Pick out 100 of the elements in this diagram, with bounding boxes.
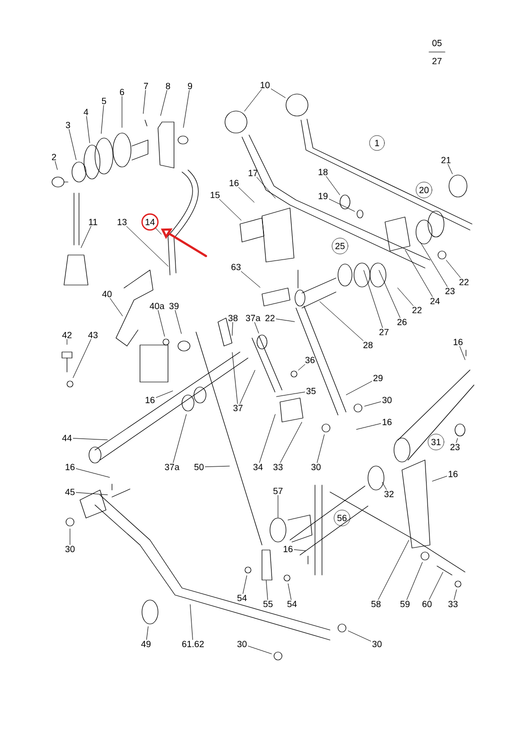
part-outline: [420, 552, 430, 560]
callout-number: 61.62: [182, 640, 204, 648]
leader-line: [448, 164, 453, 174]
callout-number: 23: [450, 444, 460, 450]
part-outline: [448, 174, 468, 198]
callout-number: 37: [233, 404, 243, 412]
part-outline: [142, 600, 158, 624]
callout-number: 40a: [150, 302, 164, 310]
leader-line: [428, 572, 444, 600]
callout-number: 57: [273, 488, 283, 494]
callout-number: 16: [230, 180, 239, 186]
leader-line: [80, 226, 92, 248]
leader-line: [232, 352, 238, 404]
callout-number: 34: [253, 464, 263, 470]
part-outline: [72, 162, 86, 182]
part-outline: [274, 652, 282, 660]
callout-number: 18: [318, 168, 328, 176]
leader-line: [240, 271, 260, 288]
circled-callout-number: 31: [428, 434, 444, 450]
leader-line: [172, 414, 187, 463]
callout-number: 50: [194, 464, 204, 470]
callout-number: 22: [265, 314, 275, 322]
leader-line: [126, 226, 168, 267]
callout-number: 60: [422, 600, 432, 608]
callout-number: 36: [305, 356, 315, 364]
callout-number: 26: [397, 318, 407, 326]
leader-line: [356, 423, 382, 430]
part-outline: [66, 518, 74, 526]
leader-line: [248, 646, 272, 654]
callout-number: 21: [441, 156, 451, 164]
callout-number: 19: [318, 192, 328, 200]
leader-line: [460, 346, 466, 360]
leader-line: [143, 90, 146, 114]
callout-number: 17: [248, 170, 258, 176]
leader-line: [76, 468, 110, 478]
leader-line: [240, 370, 256, 404]
circled-callout-number: 25: [332, 238, 348, 254]
part-outline: [454, 580, 462, 588]
leader-line: [446, 260, 461, 278]
part-outline: [284, 574, 290, 582]
leader-line: [244, 89, 262, 112]
callout-number: 37a: [246, 314, 260, 322]
callout-number: 44: [62, 434, 72, 442]
part-outline: [290, 370, 298, 378]
leader-line: [266, 580, 268, 600]
part-outline: [162, 338, 170, 346]
callout-number: 23: [445, 288, 455, 294]
part-outline: [438, 250, 446, 260]
leader-line: [190, 604, 193, 640]
callout-number: 4: [84, 108, 88, 116]
callout-number: 32: [384, 490, 394, 498]
leader-line: [156, 390, 173, 398]
part-outline: [256, 334, 268, 350]
callout-number: 54: [287, 600, 297, 608]
callout-number: 13: [118, 218, 127, 226]
leader-line: [242, 575, 248, 594]
circled-callout-number: 20: [416, 182, 432, 198]
leader-line: [364, 401, 382, 406]
callout-number: 16: [448, 470, 458, 478]
leader-line: [259, 414, 276, 463]
leader-line: [100, 105, 104, 134]
circled-callout-number: 56: [334, 510, 350, 526]
page-number: 05: [432, 40, 442, 46]
leader-line: [146, 626, 148, 640]
leader-line: [382, 482, 387, 490]
leader-line: [219, 199, 242, 221]
callout-number: 35: [306, 388, 316, 394]
leader-line: [72, 339, 92, 378]
callout-number: 30: [311, 464, 321, 470]
callout-number: 16: [382, 418, 392, 426]
leader-line: [276, 318, 295, 322]
callout-number: 11: [89, 218, 98, 226]
leader-line: [298, 364, 306, 370]
leader-line: [174, 310, 182, 334]
callout-number: 15: [210, 192, 220, 198]
leader-line: [364, 270, 383, 328]
leader-line: [160, 90, 168, 116]
leader-line: [66, 339, 68, 345]
callout-number: 49: [141, 640, 151, 648]
callout-number: 30: [237, 640, 247, 648]
callout-number: 39: [169, 302, 179, 310]
callout-number: 30: [65, 546, 75, 552]
part-outline: [338, 624, 346, 632]
callout-number: 16: [454, 338, 463, 346]
leader-line: [156, 228, 162, 234]
callout-number: 5: [102, 98, 106, 104]
callout-number: 9: [188, 82, 192, 90]
callout-number: 7: [144, 82, 148, 90]
leader-line: [68, 129, 76, 160]
callout-number: 27: [379, 328, 389, 336]
leader-line: [326, 176, 340, 196]
leader-line: [456, 438, 458, 443]
leader-line: [316, 434, 325, 463]
callout-number: 43: [88, 332, 98, 338]
callout-number: 55: [263, 600, 273, 608]
part-outline: [354, 404, 362, 412]
leader-line: [432, 476, 448, 482]
leader-line: [72, 438, 108, 440]
callout-number: 45: [65, 488, 75, 496]
part-outline: [84, 144, 100, 180]
